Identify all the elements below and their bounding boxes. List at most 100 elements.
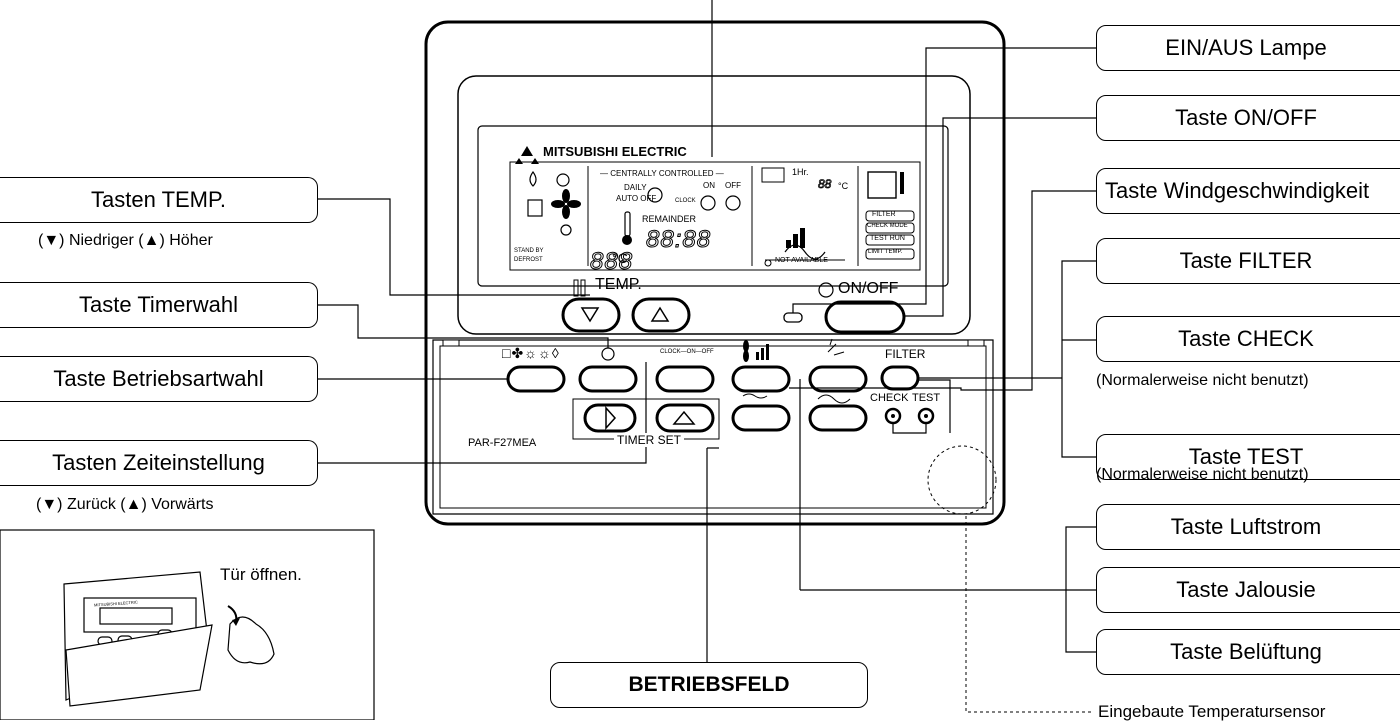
fan-speed-bars-icon: [786, 228, 805, 248]
airflow-icon: [827, 338, 845, 356]
callout-airflow-label: Taste Luftstrom: [1170, 514, 1322, 539]
callout-onoff: Taste ON/OFF: [1096, 95, 1400, 141]
temp-down-button: [561, 297, 621, 333]
callout-test: Taste TEST: [1096, 434, 1400, 480]
timer-set-label: TIMER SET: [614, 433, 685, 447]
lcd-check-mode: CHECK MODE: [867, 223, 908, 229]
temp-label: TEMP.: [595, 276, 642, 293]
callout-operation-field-label: BETRIEBSFELD: [628, 673, 790, 696]
louver-icon: [742, 393, 768, 399]
ventilation-icon: [784, 244, 826, 260]
callout-sensor: Eingebaute Temperatursensor: [1098, 702, 1326, 721]
callout-test-label: Taste TEST: [1188, 444, 1304, 469]
lcd-screen: [509, 161, 921, 271]
callout-operation-field: BETRIEBSFELD: [550, 662, 868, 708]
callout-time-set: Tasten Zeiteinstellung: [0, 440, 318, 486]
lcd-clock: CLOCK: [675, 198, 696, 204]
callout-timer-select: Taste Timerwahl: [0, 282, 318, 328]
lcd-not-available: NOT AVAILABLE: [775, 257, 828, 264]
filter-button: [880, 365, 920, 391]
drop-icon: [529, 170, 537, 187]
lcd-auto-off: AUTO OFF: [616, 194, 657, 203]
lcd-temp-digits: 888: [589, 248, 634, 276]
callout-time-set-note: (▼) Zurück (▲) Vorwärts: [36, 496, 214, 513]
callout-onoff-label: Taste ON/OFF: [1175, 105, 1317, 130]
callout-check: Taste CHECK: [1096, 316, 1400, 362]
onoff-lamp: [783, 312, 803, 323]
mode-button: [506, 365, 566, 393]
fan-speed-button: [731, 365, 791, 393]
callout-test-note: (Normalerweise nicht benutzt): [1096, 466, 1309, 483]
lcd-frame: [477, 125, 949, 287]
leader-lines: [318, 0, 1096, 662]
callout-mode: Taste Betriebsartwahl: [0, 356, 318, 402]
check-label: CHECK: [870, 392, 909, 404]
filter-display-icon: [867, 171, 897, 199]
lcd-remainder: REMAINDER: [642, 214, 697, 224]
callout-temp-note: (▼) Niedriger (▲) Höher: [38, 232, 213, 249]
brand-logo: [515, 146, 539, 164]
device-upper-panel: [457, 75, 971, 335]
door-inner: [439, 345, 987, 509]
clock-button: [655, 365, 715, 393]
callout-check-note: (Normalerweise nicht benutzt): [1096, 372, 1309, 389]
clock-icon: [647, 187, 663, 203]
mode-icons: □✤☼☼◊: [502, 345, 560, 361]
callout-check-label: Taste CHECK: [1178, 326, 1314, 351]
time-back-button: [583, 403, 637, 433]
lcd-defrost: DEFROST: [514, 257, 543, 263]
temperature-sensor-area: [927, 445, 997, 515]
inset-frame: [0, 529, 375, 720]
callout-louver-label: Taste Jalousie: [1176, 577, 1316, 602]
temp-up-button: [631, 297, 691, 333]
inset-caption: Tür öffnen.: [220, 565, 302, 584]
callout-lamp-label: EIN/AUS Lampe: [1165, 35, 1327, 60]
panel-ventilation-icon: [817, 394, 851, 404]
callout-filter-label: Taste FILTER: [1179, 248, 1313, 273]
fan-icon: [551, 189, 581, 219]
clock-on-off-label: CLOCK—ON—OFF: [660, 349, 714, 355]
callout-fan-speed-label: Taste Windgeschwindigkeit: [1105, 178, 1370, 203]
lcd-centrally: — CENTRALLY CONTROLLED —: [600, 169, 724, 178]
callout-ventilation-label: Taste Belüftung: [1170, 639, 1322, 664]
sun-icon: [556, 173, 570, 187]
lcd-daily: DAILY: [624, 183, 647, 192]
heat-icon: [560, 224, 572, 236]
timer-select-button: [578, 365, 638, 393]
callout-ventilation: Taste Belüftung: [1096, 629, 1400, 675]
callout-fan-speed: Taste Windgeschwindigkeit: [1096, 168, 1400, 214]
ventilation-button: [808, 404, 868, 432]
inset-remote-drawing: [63, 571, 275, 707]
device-brand: MITSUBISHI ELECTRIC: [543, 144, 687, 159]
onoff-button: [824, 300, 906, 334]
airflow-button: [808, 365, 868, 393]
louver-button: [731, 404, 791, 432]
callout-lamp: EIN/AUS Lampe: [1096, 25, 1400, 71]
callout-time-set-label: Tasten Zeiteinstellung: [52, 450, 265, 475]
lcd-stand-by: STAND BY: [514, 248, 544, 254]
callout-filter: Taste FILTER: [1096, 238, 1400, 284]
lcd-room-celsius: °C: [838, 181, 849, 191]
door-panel: [432, 339, 994, 515]
lcd-test-run: TEST RUN: [870, 235, 905, 242]
lcd-time-digits: 88:88: [645, 226, 712, 254]
test-label: TEST: [912, 392, 941, 404]
lcd-one-hr: 1Hr.: [792, 167, 809, 177]
onoff-label: ON/OFF: [838, 280, 899, 297]
lcd-room-digits: 88: [818, 177, 832, 192]
callout-louver: Taste Jalousie: [1096, 567, 1400, 613]
device-model: PAR-F27MEA: [468, 437, 537, 449]
callout-timer-select-label: Taste Timerwahl: [79, 292, 238, 317]
filter-label: FILTER: [885, 347, 926, 361]
lcd-limit-temp: LIMIT TEMP.: [868, 249, 903, 255]
time-forward-button: [655, 403, 715, 433]
lcd-celsius: °C: [612, 250, 628, 266]
power-icon: [818, 282, 834, 298]
callout-temp: Tasten TEMP.: [0, 177, 318, 223]
lcd-filter: FILTER: [872, 211, 896, 218]
panel-fan-icon: [743, 340, 769, 362]
callout-airflow: Taste Luftstrom: [1096, 504, 1400, 550]
lcd-off: OFF: [725, 181, 741, 190]
device-housing: [424, 20, 1006, 526]
